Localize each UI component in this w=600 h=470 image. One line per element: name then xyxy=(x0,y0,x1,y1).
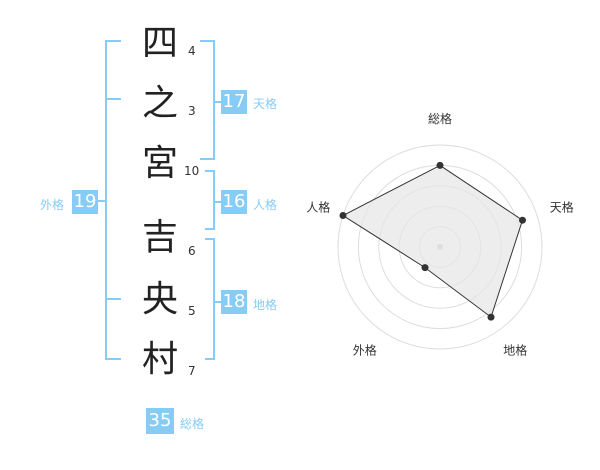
stroke-count-4: 6 xyxy=(188,244,196,258)
gaikaku-label: 外格 xyxy=(40,198,65,212)
tenkaku-label: 天格 xyxy=(253,97,278,111)
radar-point-3 xyxy=(487,313,495,321)
chikaku-connector xyxy=(215,301,221,303)
chikaku-bracket-top xyxy=(205,238,215,240)
name-char-5: 央 xyxy=(141,279,178,320)
jinkaku-bracket-top xyxy=(205,170,215,172)
radar-ring xyxy=(337,144,543,350)
gaikaku-bracket-top xyxy=(105,40,121,42)
name-char-2: 之 xyxy=(141,83,178,124)
gaikaku-bracket-bottom xyxy=(105,358,121,360)
stroke-count-1: 4 xyxy=(188,44,196,58)
radar-axis-label: 外格 xyxy=(353,343,377,358)
name-char-3: 宮 xyxy=(141,143,178,184)
radar-polygon xyxy=(341,164,524,318)
tenkaku-value-box: 17 xyxy=(221,90,247,114)
radar-point-1 xyxy=(436,161,444,169)
radar-axis-label: 天格 xyxy=(550,199,574,214)
soukaku-value-box: 35 xyxy=(146,408,174,434)
tenkaku-connector xyxy=(215,101,221,103)
gaikaku-bracket xyxy=(105,40,107,360)
gaikaku-bracket-tick-1 xyxy=(105,98,121,100)
name-char-1: 四 xyxy=(141,23,178,64)
radar-axis-label: 人格 xyxy=(306,199,330,214)
gaikaku-bracket-tick-2 xyxy=(105,298,121,300)
chikaku-value-box: 18 xyxy=(221,290,247,314)
soukaku-label: 総格 xyxy=(180,417,205,431)
radar-axis-label: 総格 xyxy=(428,111,452,126)
radar-axis-label: 地格 xyxy=(503,343,527,358)
gaikaku-value-box: 19 xyxy=(72,190,98,214)
jinkaku-value-box: 16 xyxy=(221,190,247,214)
radar-point-4 xyxy=(421,264,429,272)
jinkaku-bracket-bottom xyxy=(205,228,215,230)
tenkaku-bracket-bottom xyxy=(200,158,214,160)
tenkaku-bracket xyxy=(213,40,215,160)
chikaku-bracket xyxy=(213,238,215,360)
radar-point-5 xyxy=(339,212,347,219)
tenkaku-bracket-top xyxy=(200,40,214,42)
chikaku-label: 地格 xyxy=(253,298,278,312)
name-char-6: 村 xyxy=(141,339,178,380)
jinkaku-connector xyxy=(215,201,221,203)
radar-point-2 xyxy=(519,216,526,224)
gaikaku-connector xyxy=(97,200,105,202)
name-char-4: 吉 xyxy=(141,217,178,258)
jinkaku-label: 人格 xyxy=(253,198,278,212)
jinkaku-bracket xyxy=(213,170,215,230)
stroke-count-2: 3 xyxy=(188,104,196,118)
chikaku-bracket-bottom xyxy=(205,358,215,360)
stroke-count-3: 10 xyxy=(184,164,200,178)
stroke-count-5: 5 xyxy=(188,304,196,318)
stroke-count-6: 7 xyxy=(188,364,196,378)
